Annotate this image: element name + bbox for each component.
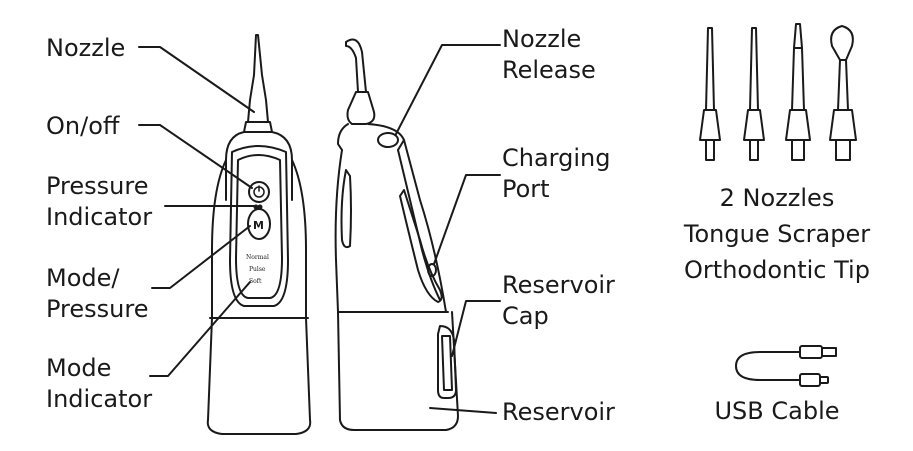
label-charging-port-line2: Port <box>502 175 550 203</box>
label-reservoir-cap-line2: Cap <box>502 302 549 330</box>
label-charging-port-line1: Charging <box>502 144 611 172</box>
side-view-device <box>334 38 459 431</box>
label-mode-indicator-line2: Indicator <box>46 385 153 413</box>
nozzle-tip-2 <box>743 27 765 161</box>
mode-button-label: M <box>253 219 264 232</box>
label-orthodontic-tip: Orthodontic Tip <box>684 256 870 284</box>
label-on-off: On/off <box>46 112 120 140</box>
label-mode-pressure-line1: Mode/ <box>46 264 120 292</box>
label-mode-indicator-line1: Mode <box>46 354 112 382</box>
label-nozzle-release-line2: Release <box>502 56 596 84</box>
label-mode-pressure-line2: Pressure <box>46 295 149 323</box>
mode-normal-label: Normal <box>246 254 269 261</box>
label-pressure-indicator-line1: Pressure <box>46 172 149 200</box>
label-usb-cable: USB Cable <box>714 397 840 425</box>
orthodontic-tip <box>785 23 811 161</box>
mode-soft-label: Soft <box>249 278 262 285</box>
label-nozzle-release-line1: Nozzle <box>502 25 582 53</box>
leader-lines <box>138 44 501 414</box>
label-tongue-scraper: Tongue Scraper <box>683 220 871 248</box>
label-2-nozzles: 2 Nozzles <box>719 184 835 212</box>
label-pressure-indicator-line2: Indicator <box>46 203 153 231</box>
tongue-scraper <box>829 25 857 161</box>
label-reservoir-cap-line1: Reservoir <box>502 271 615 299</box>
label-nozzle: Nozzle <box>46 34 126 62</box>
front-view-device <box>206 34 312 435</box>
nozzle-tip-1 <box>699 27 721 161</box>
mode-pulse-label: Pulse <box>249 266 266 273</box>
label-reservoir: Reservoir <box>502 398 615 426</box>
usb-cable-drawing <box>735 345 837 387</box>
